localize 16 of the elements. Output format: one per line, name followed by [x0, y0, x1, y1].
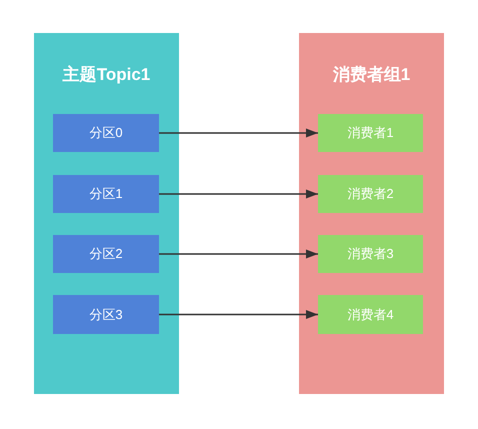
- partition-box: 分区3: [53, 295, 159, 334]
- arrow: [159, 128, 318, 138]
- panel-title: 消费者组1: [332, 65, 410, 85]
- partition-box: 分区0: [53, 114, 159, 152]
- consumer-box: 消费者2: [318, 175, 423, 213]
- partition-box: 分区1: [53, 175, 159, 213]
- consumer-box: 消费者4: [318, 295, 423, 334]
- arrow: [159, 310, 318, 319]
- consumer-box: 消费者1: [318, 114, 423, 152]
- arrow: [159, 250, 318, 258]
- partition-box: 分区2: [53, 235, 159, 273]
- panel: [34, 33, 179, 394]
- arrow: [159, 190, 318, 198]
- consumer-box: 消费者3: [318, 235, 423, 273]
- panel-title: 主题Topic1: [62, 65, 150, 85]
- panel: [299, 33, 444, 394]
